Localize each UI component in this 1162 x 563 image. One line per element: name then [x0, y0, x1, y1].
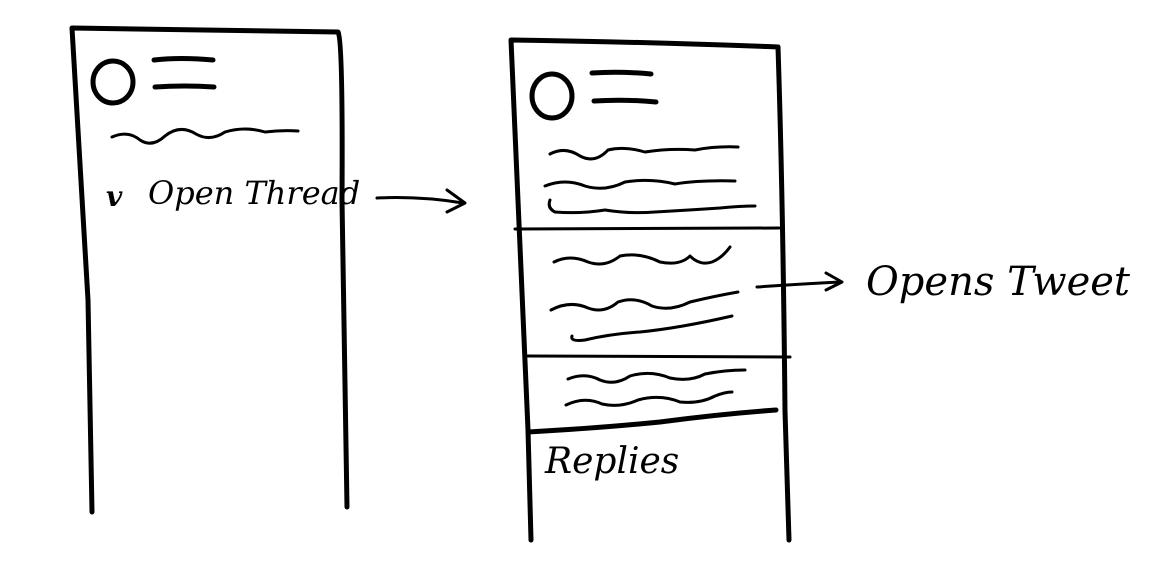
avatar [90, 58, 136, 106]
tweet-text-line [552, 245, 732, 266]
left-phone: v Open Thread [69, 25, 360, 515]
tweet-text-line [564, 390, 734, 407]
avatar [529, 71, 575, 121]
divider [526, 354, 792, 359]
left-phone-frame [69, 25, 350, 515]
thread-reply-tweet[interactable] [564, 368, 747, 407]
left-tweet-card: v Open Thread [90, 56, 360, 213]
tweet-text-line [570, 314, 734, 342]
annotation-arrow [755, 271, 844, 292]
thread-reply-tweet[interactable] [549, 245, 740, 342]
opens-tweet-annotation: Opens Tweet [866, 259, 1131, 305]
open-thread-button[interactable]: Open Thread [148, 174, 360, 212]
replies-label: Replies [544, 441, 679, 482]
right-phone-frame [508, 37, 792, 543]
divider [525, 407, 779, 435]
divider [513, 226, 781, 231]
tweet-text-line [549, 290, 740, 312]
right-phone: Replies [508, 37, 792, 543]
handle-line [152, 83, 217, 90]
tweet-text-line [543, 178, 737, 190]
tweet-text-line [548, 145, 740, 161]
thread-main-tweet [529, 69, 757, 215]
tweet-text-line [566, 368, 747, 384]
tweet-text-line [110, 127, 300, 145]
username-line [589, 69, 654, 77]
tweet-text-line [547, 198, 757, 215]
chevron-down-icon[interactable]: v [106, 180, 123, 213]
handle-line [591, 97, 659, 105]
username-line [151, 56, 216, 63]
transition-arrow [375, 188, 467, 214]
